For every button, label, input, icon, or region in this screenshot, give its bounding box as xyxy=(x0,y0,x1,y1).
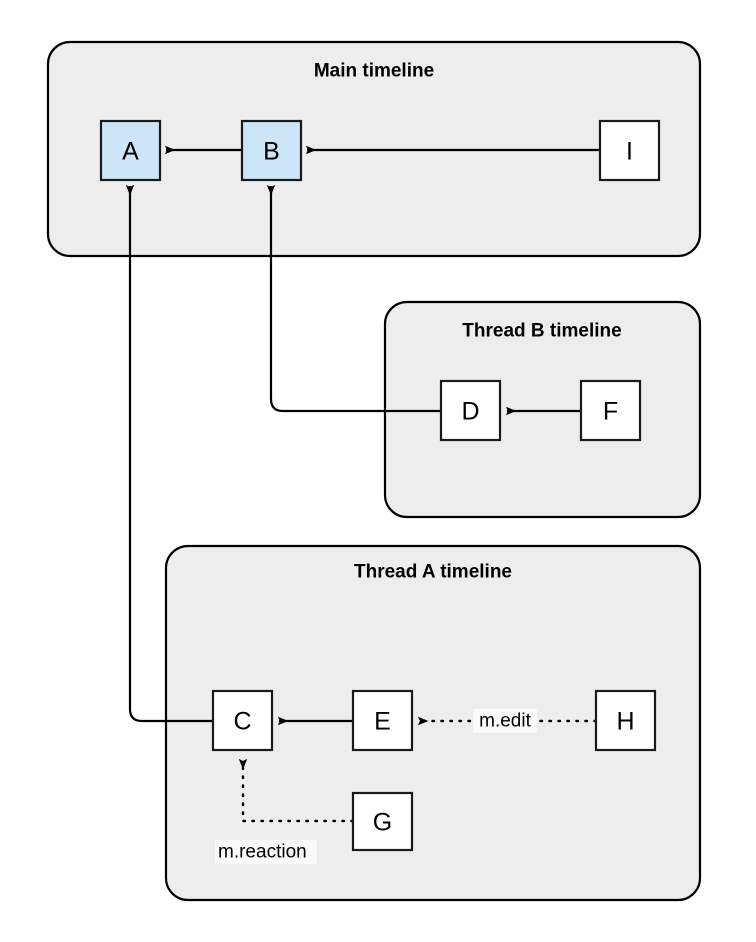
event-node-I[interactable]: I xyxy=(598,119,661,182)
event-node-label-F: F xyxy=(603,398,618,426)
edge-G-to-C xyxy=(238,758,355,823)
edge-D-to-B xyxy=(266,184,441,413)
container-title-thread-b: Thread B timeline xyxy=(462,321,621,342)
edge-group xyxy=(125,145,600,823)
container-title-main: Main timeline xyxy=(314,61,434,82)
event-node-label-G: G xyxy=(373,809,392,837)
edge-label-H-to-E: m.edit xyxy=(473,709,537,733)
container-panel-thread-b xyxy=(383,300,702,519)
event-node-box-B xyxy=(240,119,303,182)
event-node-E[interactable]: E xyxy=(351,689,414,752)
edge-label-highlight-H-to-E xyxy=(473,709,537,733)
timeline-container-thread-b: Thread B timeline xyxy=(383,300,702,519)
event-node-box-G xyxy=(351,791,414,852)
edge-label-text-H-to-E: m.edit xyxy=(479,711,531,732)
edge-label-highlight-G-to-C xyxy=(215,840,317,864)
edge-label-G-to-C: m.reaction xyxy=(215,840,317,864)
edge-label-group: m.edit m.reaction xyxy=(215,709,537,864)
node-group: A B I D F C E H G xyxy=(99,119,661,852)
event-node-box-C xyxy=(211,689,274,752)
event-node-label-A: A xyxy=(122,138,139,166)
event-node-box-A xyxy=(99,119,162,182)
event-node-B[interactable]: B xyxy=(240,119,303,182)
event-node-H[interactable]: H xyxy=(594,689,657,752)
event-node-label-B: B xyxy=(263,138,280,166)
event-node-box-H xyxy=(594,689,657,752)
container-panel-thread-a xyxy=(164,544,702,902)
container-title-thread-a: Thread A timeline xyxy=(354,562,512,583)
event-node-A[interactable]: A xyxy=(99,119,162,182)
event-node-label-H: H xyxy=(616,708,634,736)
event-node-box-E xyxy=(351,689,414,752)
event-node-G[interactable]: G xyxy=(351,791,414,852)
event-node-label-E: E xyxy=(374,708,391,736)
event-node-label-C: C xyxy=(233,708,251,736)
event-node-label-I: I xyxy=(626,138,633,166)
event-node-D[interactable]: D xyxy=(439,379,502,442)
event-node-box-I xyxy=(598,119,661,182)
event-node-box-F xyxy=(579,379,642,442)
event-node-F[interactable]: F xyxy=(579,379,642,442)
timeline-container-thread-a: Thread A timeline xyxy=(164,544,702,902)
event-node-box-D xyxy=(439,379,502,442)
event-node-label-D: D xyxy=(461,398,479,426)
event-node-C[interactable]: C xyxy=(211,689,274,752)
edge-label-text-G-to-C: m.reaction xyxy=(218,842,307,863)
edge-C-to-A xyxy=(125,184,213,723)
